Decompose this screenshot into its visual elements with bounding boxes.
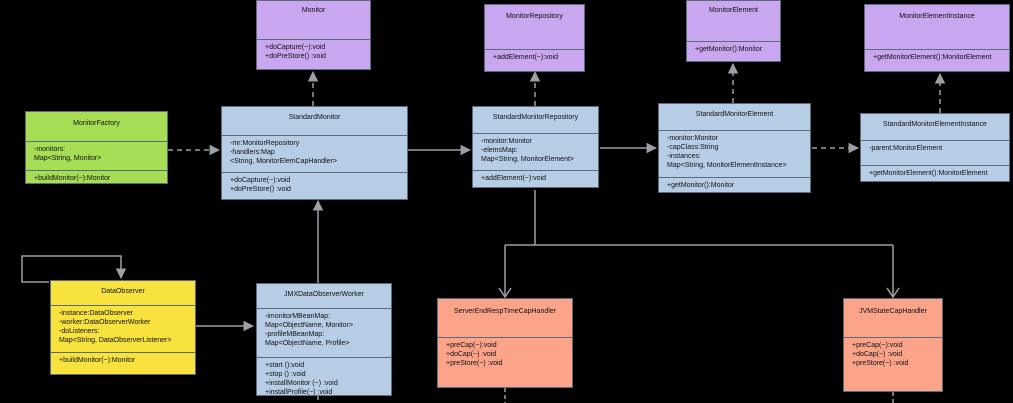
attributes-section: -parent:MonitorElement [861,141,1009,166]
attributes-section: -instance:DataObserver -worker:DataObserv… [51,306,195,353]
operation-line: +addElement(~):void [481,175,546,182]
class-name: MonitorFactory [26,112,167,142]
attribute-line: Map<String, Monitor> [34,155,102,162]
operations-section: +buildMonitor(~):Monitor [26,171,167,183]
class-jvm-state-cap-handler[interactable]: JVMStateCapHandler +preCap(~):void +doCap… [843,298,943,392]
class-name: StandardMonitorElementInstance [861,114,1009,141]
operation-line: +buildMonitor(~):Monitor [34,175,111,182]
attributes-section: -monitor:Monitor -capClass:String -instanc… [659,131,810,178]
class-data-observer[interactable]: DataObserver -instance:DataObserver -work… [50,280,196,375]
operation-line: +preCap(~):void [446,342,497,349]
operation-line: +start ():void [265,362,305,369]
class-monitor-factory[interactable]: MonitorFactory -monitors: Map<String, Mon… [25,111,168,184]
operations-section: +doCapture(~):void +doPreStore() :void [222,173,407,197]
class-name: StandardMonitorRepository [473,107,598,134]
operation-line: +doCap(~) :void [852,351,903,358]
attribute-line: -elemsMap: [481,147,518,154]
class-monitor-element-instance[interactable]: MonitorElementInstance +getMonitorElemen… [864,4,1010,72]
class-name: MonitorRepository [485,5,584,50]
attribute-line: -profileMBeanMap: [265,331,325,338]
operation-line: +buildMonitor(~):Monitor [59,357,136,364]
attribute-line: Map<String, MonitorElement> [481,156,574,163]
attribute-line: -imonitorMBeanMap: [265,313,330,320]
operation-line: +getMonitor():Monitor [667,182,735,189]
attribute-line: -monitors: [34,146,66,153]
class-name: StandardMonitor [222,107,407,136]
attribute-line: Map<String, DataObserverListener> [59,337,172,344]
attribute-line: -monitor:Monitor [667,135,718,142]
attribute-line: -mr:MonitorRepository [230,140,300,147]
class-standard-monitor-element-instance[interactable]: StandardMonitorElementInstance -parent:M… [860,113,1010,182]
operation-line: +installMonitor (~) :void [265,380,338,387]
class-name: DataObserver [51,281,195,306]
class-standard-monitor-repository[interactable]: StandardMonitorRepository -monitor:Monit… [472,106,599,188]
class-name: MonitorElement [687,1,780,42]
operations-section: +getMonitor():Monitor [659,178,810,192]
operation-line: +preCap(~):void [852,342,903,349]
attribute-line: -capClass:String [667,144,719,151]
operation-line: +doPreStore() :void [230,186,291,193]
operations-section: +buildMonitor(~):Monitor [51,353,195,368]
operation-line: +preStore(~) :void [852,360,909,367]
operation-line: +stop () :void [265,371,306,378]
operation-line: +doCapture(~):void [265,44,326,51]
operations-section: +preCap(~):void +doCap(~) :void +preStore(… [844,338,942,371]
operations-section: +preCap(~):void +doCap(~) :void +preStore(… [438,338,572,371]
attributes-section: -imonitorMBeanMap: Map<ObjectName, Monito… [257,309,391,358]
operation-line: +getMonitor():Monitor [695,46,763,53]
attribute-line: <String, MonitorElemCapHandler> [230,158,337,165]
attribute-line: -doListeners: [59,328,100,335]
attribute-line: Map<ObjectName, Monitor> [265,322,353,329]
class-name: MonitorElementInstance [865,5,1009,50]
operations-section: +start ():void +stop () :void +installMoni… [257,358,391,396]
attribute-line: Map<String, MonitorElementInstance> [667,162,787,169]
class-name: Monitor [257,1,370,40]
operation-line: +doCap(~) :void [446,351,497,358]
attribute-line: -worker:DataObserverWorker [59,319,151,326]
class-monitor-element[interactable]: MonitorElement +getMonitor():Monitor [686,0,781,62]
operations-section: +doCapture(~):void +doPreStore() :void [257,40,370,64]
class-name: JMXDataObserverWorker [257,284,391,309]
class-name: JVMStateCapHandler [844,299,942,338]
class-jmx-data-observer-worker[interactable]: JMXDataObserverWorker -imonitorMBeanMap:… [256,283,392,396]
class-standard-monitor-element[interactable]: StandardMonitorElement -monitor:Monitor-… [658,103,811,193]
class-standard-monitor[interactable]: StandardMonitor -mr:MonitorRepository -ha… [221,106,408,200]
operation-line: +addElement(~):void [493,54,558,61]
attribute-line: -instance:DataObserver [59,310,133,317]
attribute-line: -handlers:Map [230,149,275,156]
attribute-line: Map<ObjectName, Profile> [265,340,350,347]
class-name: StandardMonitorElement [659,104,810,131]
attributes-section: -monitors: Map<String, Monitor> [26,142,167,171]
operations-section: +addElement(~):void [485,50,584,65]
operations-section: +getMonitor():Monitor [687,42,780,57]
class-server-end-resp-time-cap-handler[interactable]: ServerEndRespTimeCapHandler +preCap(~):v… [437,298,573,388]
operation-line: +doPreStore() :void [265,53,326,60]
operation-line: +getMonitorElement():MonitorElement [869,170,988,177]
operation-line: +doCapture(~):void [230,177,291,184]
attributes-section: -mr:MonitorRepository -handlers:Map <Strin… [222,136,407,173]
class-monitor[interactable]: Monitor +doCapture(~):void +doPreStore() … [256,0,371,70]
data-observer-self-reference [21,255,127,283]
attribute-line: -parent:MonitorElement [869,145,943,152]
operation-line: +getMonitorElement():MonitorElement [873,54,992,61]
handler-generalization [504,190,894,296]
attributes-section: -monitor:Monitor -elemsMap: Map<String, Mo… [473,134,598,171]
operations-section: +getMonitorElement():MonitorElement [865,50,1009,65]
attribute-line: -instances: [667,153,701,160]
operations-section: +getMonitorElement():MonitorElement [861,166,1009,181]
class-name: ServerEndRespTimeCapHandler [438,299,572,338]
attribute-line: -monitor:Monitor [481,138,532,145]
operation-line: +installProfile(~) :void [265,389,333,396]
operations-section: +addElement(~):void [473,171,598,186]
operation-line: +preStore(~) :void [446,360,503,367]
class-monitor-repository[interactable]: MonitorRepository +addElement(~):void [484,4,585,72]
